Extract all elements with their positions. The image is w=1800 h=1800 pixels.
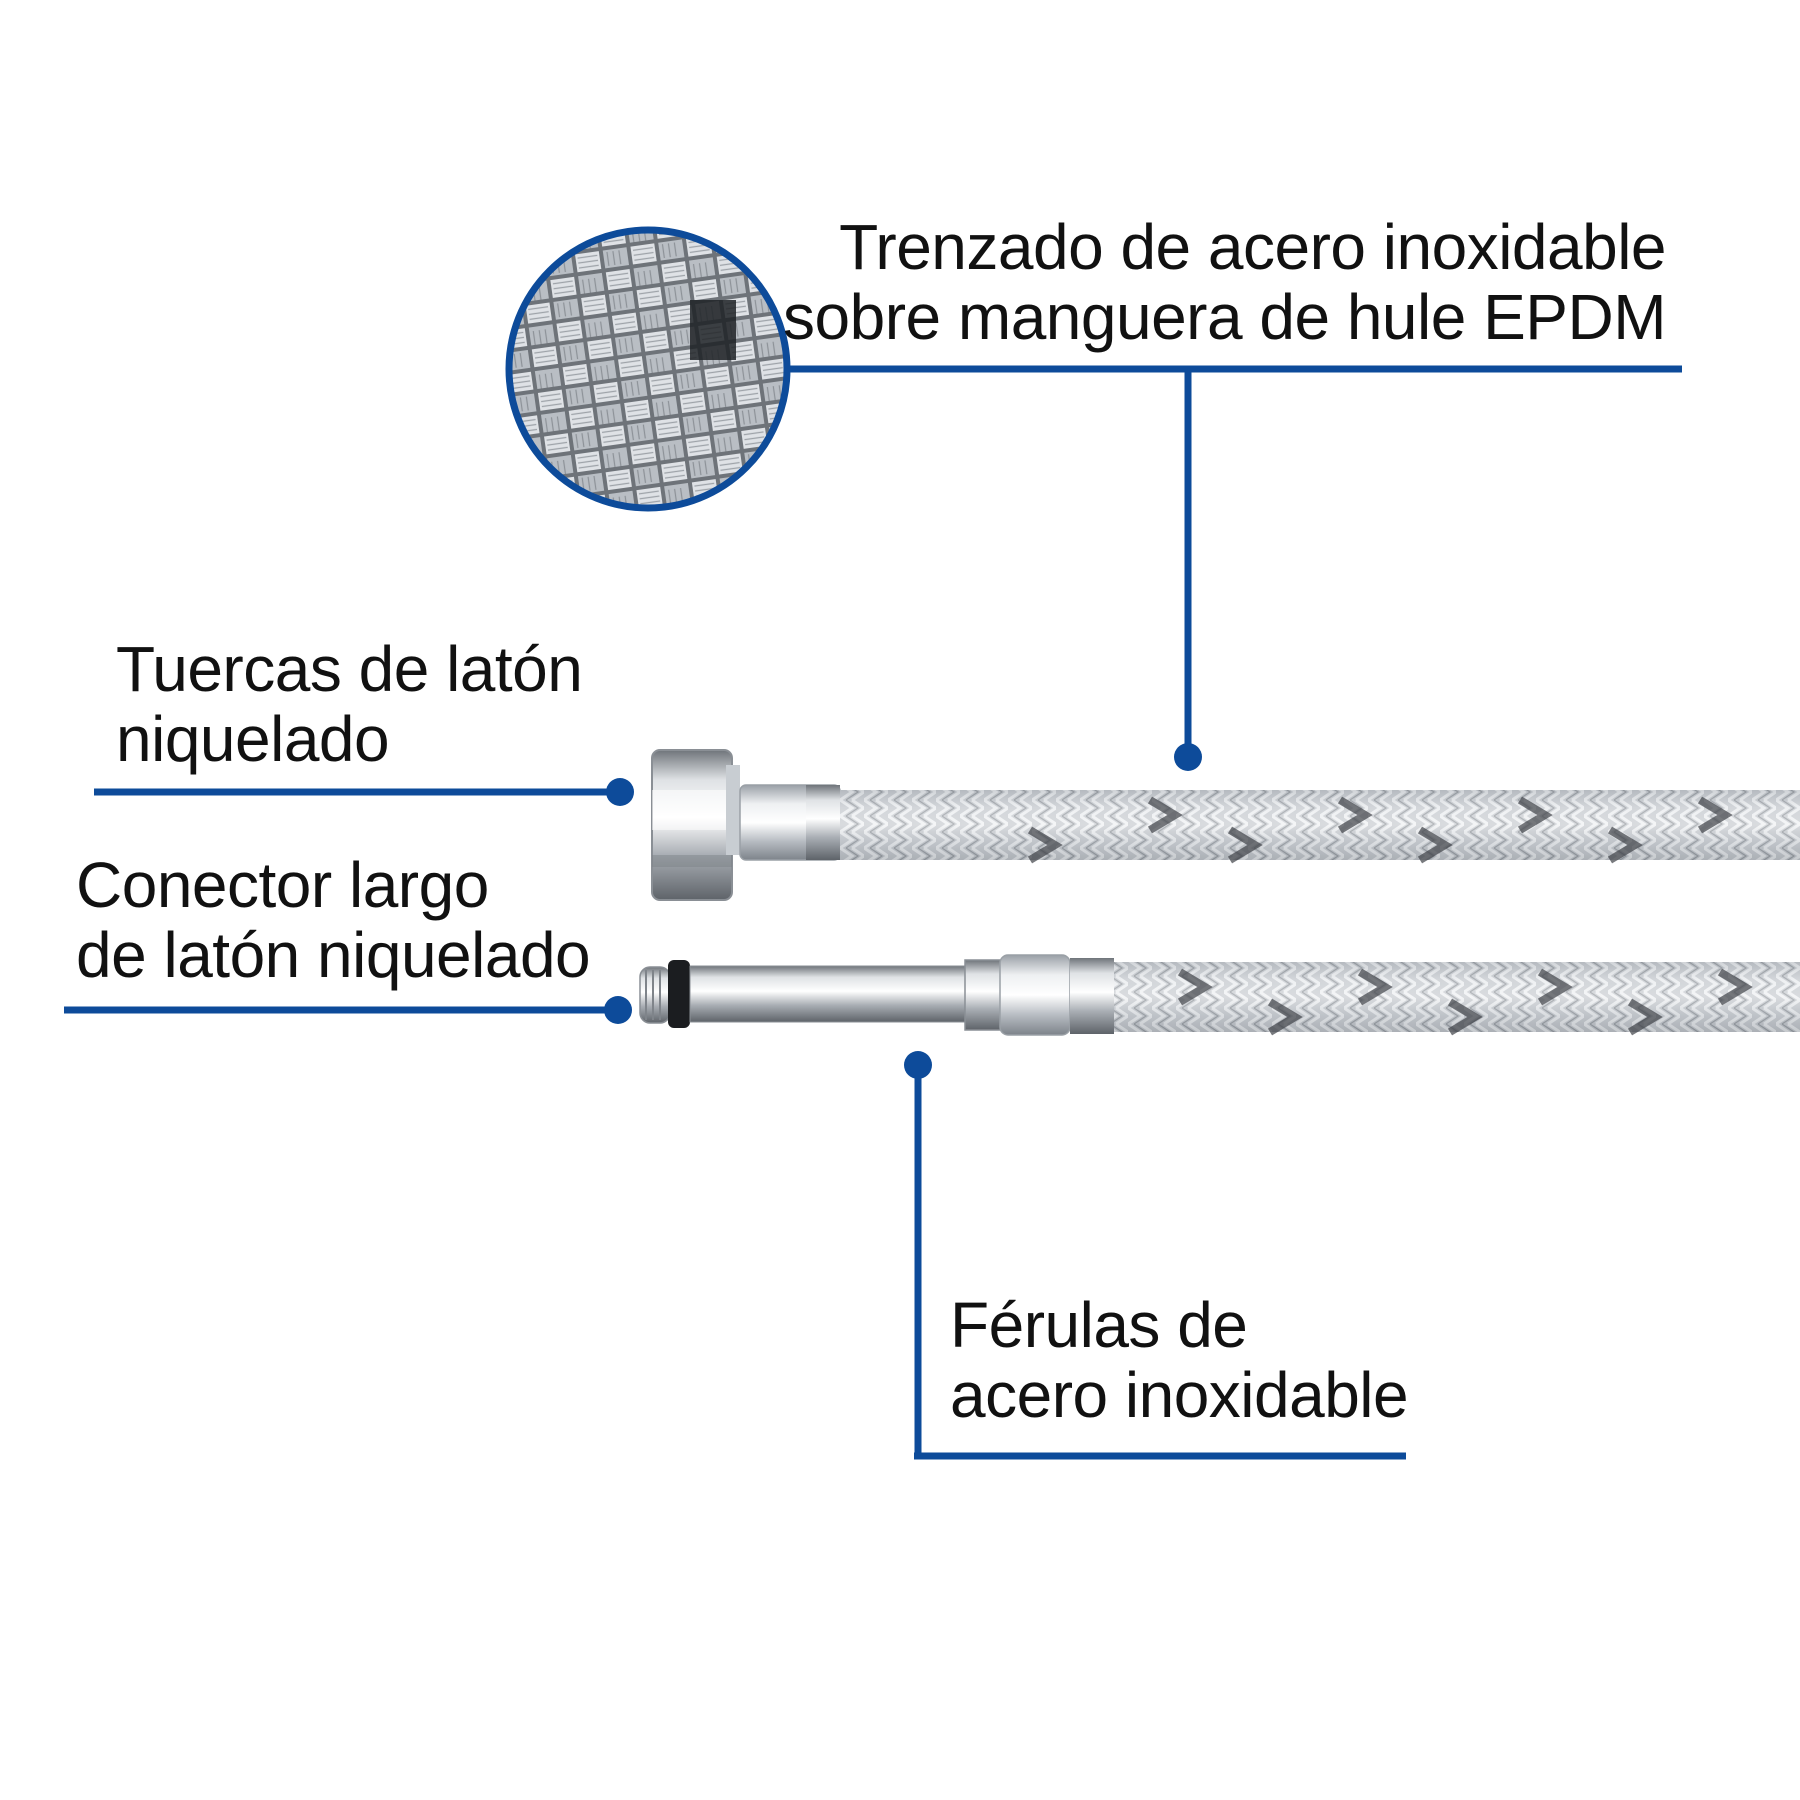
hex-nut-icon [651, 749, 740, 901]
label-nuts: Tuercas de latón niquelado [116, 633, 583, 775]
label-ferrules-line2: acero inoxidable [950, 1359, 1409, 1431]
braid-zoom-icon [505, 226, 791, 512]
label-connector: Conector largo de latón niquelado [76, 849, 591, 991]
threaded-connector-icon [639, 954, 1114, 1036]
hose-icon [739, 784, 1800, 864]
label-braid-line1: Trenzado de acero inoxidable [839, 211, 1666, 283]
label-braid: Trenzado de acero inoxidable sobre mangu… [760, 211, 1667, 353]
leader-braid [786, 365, 1682, 771]
leader-nuts [94, 778, 634, 806]
label-ferrules-line1: Férulas de [950, 1289, 1248, 1361]
label-connector-line2: de latón niquelado [76, 919, 591, 991]
hose-lower-icon [1114, 962, 1800, 1036]
label-connector-line1: Conector largo [76, 849, 489, 921]
label-nuts-line1: Tuercas de latón [116, 633, 583, 705]
leader-connector [64, 996, 632, 1024]
label-braid-line2: sobre manguera de hule EPDM [783, 281, 1667, 353]
leader-ferrules [904, 1051, 1406, 1460]
label-nuts-line2: niquelado [116, 703, 390, 775]
label-ferrules: Férulas de acero inoxidable [950, 1289, 1409, 1431]
